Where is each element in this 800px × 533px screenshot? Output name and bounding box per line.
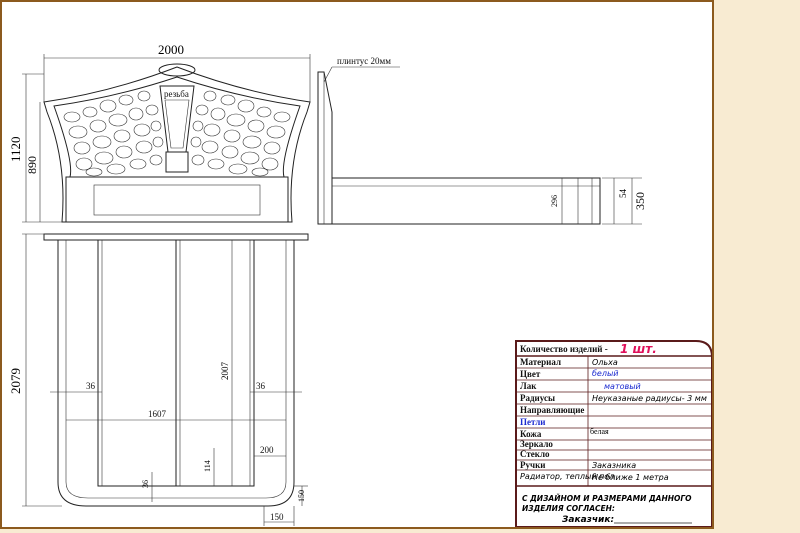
side-view: плинтус 20мм 296 54 350 (317, 56, 647, 225)
dim-side-350: 350 (633, 192, 647, 210)
dim-200: 200 (260, 445, 274, 455)
spec-row-label: Кожа (520, 429, 542, 439)
spec-row: Направляющие (516, 405, 712, 417)
dim-side-54: 54 (618, 189, 628, 199)
approval-text-line2: ИЗДЕЛИЯ СОГЛАСЕН: (522, 504, 615, 513)
dim-150-vertical: 150 (297, 490, 306, 502)
label-plinth: плинтус 20мм (337, 56, 391, 66)
spec-row-label: Радиатор, теплый пол (520, 472, 614, 481)
dim-length: 2079 (8, 368, 23, 394)
spec-row: Петли (516, 417, 712, 429)
dim-left-36: 36 (86, 381, 96, 391)
spec-row: Кожа белая (516, 427, 712, 441)
dim-inner-width: 1607 (148, 409, 167, 419)
spec-row-value: белый (592, 369, 618, 378)
spec-row-label: Материал (520, 357, 561, 367)
right-background-panel (716, 0, 800, 533)
technical-drawing: 2000 (8, 42, 712, 527)
spec-row-value: Не ближе 1 метра (592, 473, 669, 482)
spec-row-value: Неуказаные радиусы- 3 мм (592, 394, 707, 403)
dim-height-total: 1120 (8, 136, 23, 162)
spec-row-value: Заказника (592, 461, 636, 470)
spec-row-label: Зеркало (520, 439, 553, 449)
spec-row-label: Стекло (520, 449, 550, 459)
spec-row: Радиатор, теплый пол Не ближе 1 метра (516, 472, 712, 487)
label-carving: резьба (164, 89, 189, 99)
spec-row: Лак матовый (516, 381, 712, 393)
customer-label: Заказчик: (562, 515, 614, 525)
dim-bottom-36: 36 (141, 480, 150, 488)
stone-pattern-left (63, 90, 164, 177)
spec-row-label: Радиусы (520, 393, 555, 403)
spec-row: Цвет белый (516, 369, 712, 381)
top-view: 2079 2007 1607 36 36 200 114 36 150 150 (8, 233, 309, 526)
spec-row-value: матовый (604, 382, 641, 391)
spec-row-label: Лак (520, 381, 537, 391)
spec-row: Ручки Заказника (516, 460, 712, 471)
approval-text-line1: С ДИЗАЙНОМ И РАЗМЕРАМИ ДАННОГО (522, 494, 692, 503)
dim-114: 114 (203, 460, 212, 472)
spec-header-label: Количество изделий - (520, 344, 608, 354)
spec-row-label: Направляющие (520, 405, 584, 415)
dim-inner-length: 2007 (220, 362, 230, 381)
spec-row-label: Петли (520, 417, 545, 427)
drawing-frame: 2000 (0, 0, 714, 529)
dim-150-horizontal: 150 (270, 512, 284, 522)
spec-row-value: Ольха (592, 358, 618, 367)
spec-row: Материал Ольха (516, 357, 712, 369)
spec-header-value: 1 шт. (620, 342, 657, 356)
dim-right-36: 36 (256, 381, 266, 391)
spec-row-value: белая (590, 427, 609, 436)
dim-side-296: 296 (550, 195, 559, 207)
spec-row: Стекло (516, 449, 712, 461)
front-view: 2000 (8, 42, 311, 223)
spec-row-label: Ручки (520, 460, 545, 470)
spec-row-label: Цвет (520, 369, 541, 379)
spec-row: Зеркало (516, 439, 712, 451)
stone-pattern-right (190, 90, 291, 177)
dim-total-width: 2000 (158, 42, 184, 57)
spec-table: Количество изделий - 1 шт. Материал Ольх… (515, 340, 712, 527)
spec-row: Радиусы Неуказаные радиусы- 3 мм (516, 393, 712, 405)
dim-height-head: 890 (25, 156, 39, 174)
